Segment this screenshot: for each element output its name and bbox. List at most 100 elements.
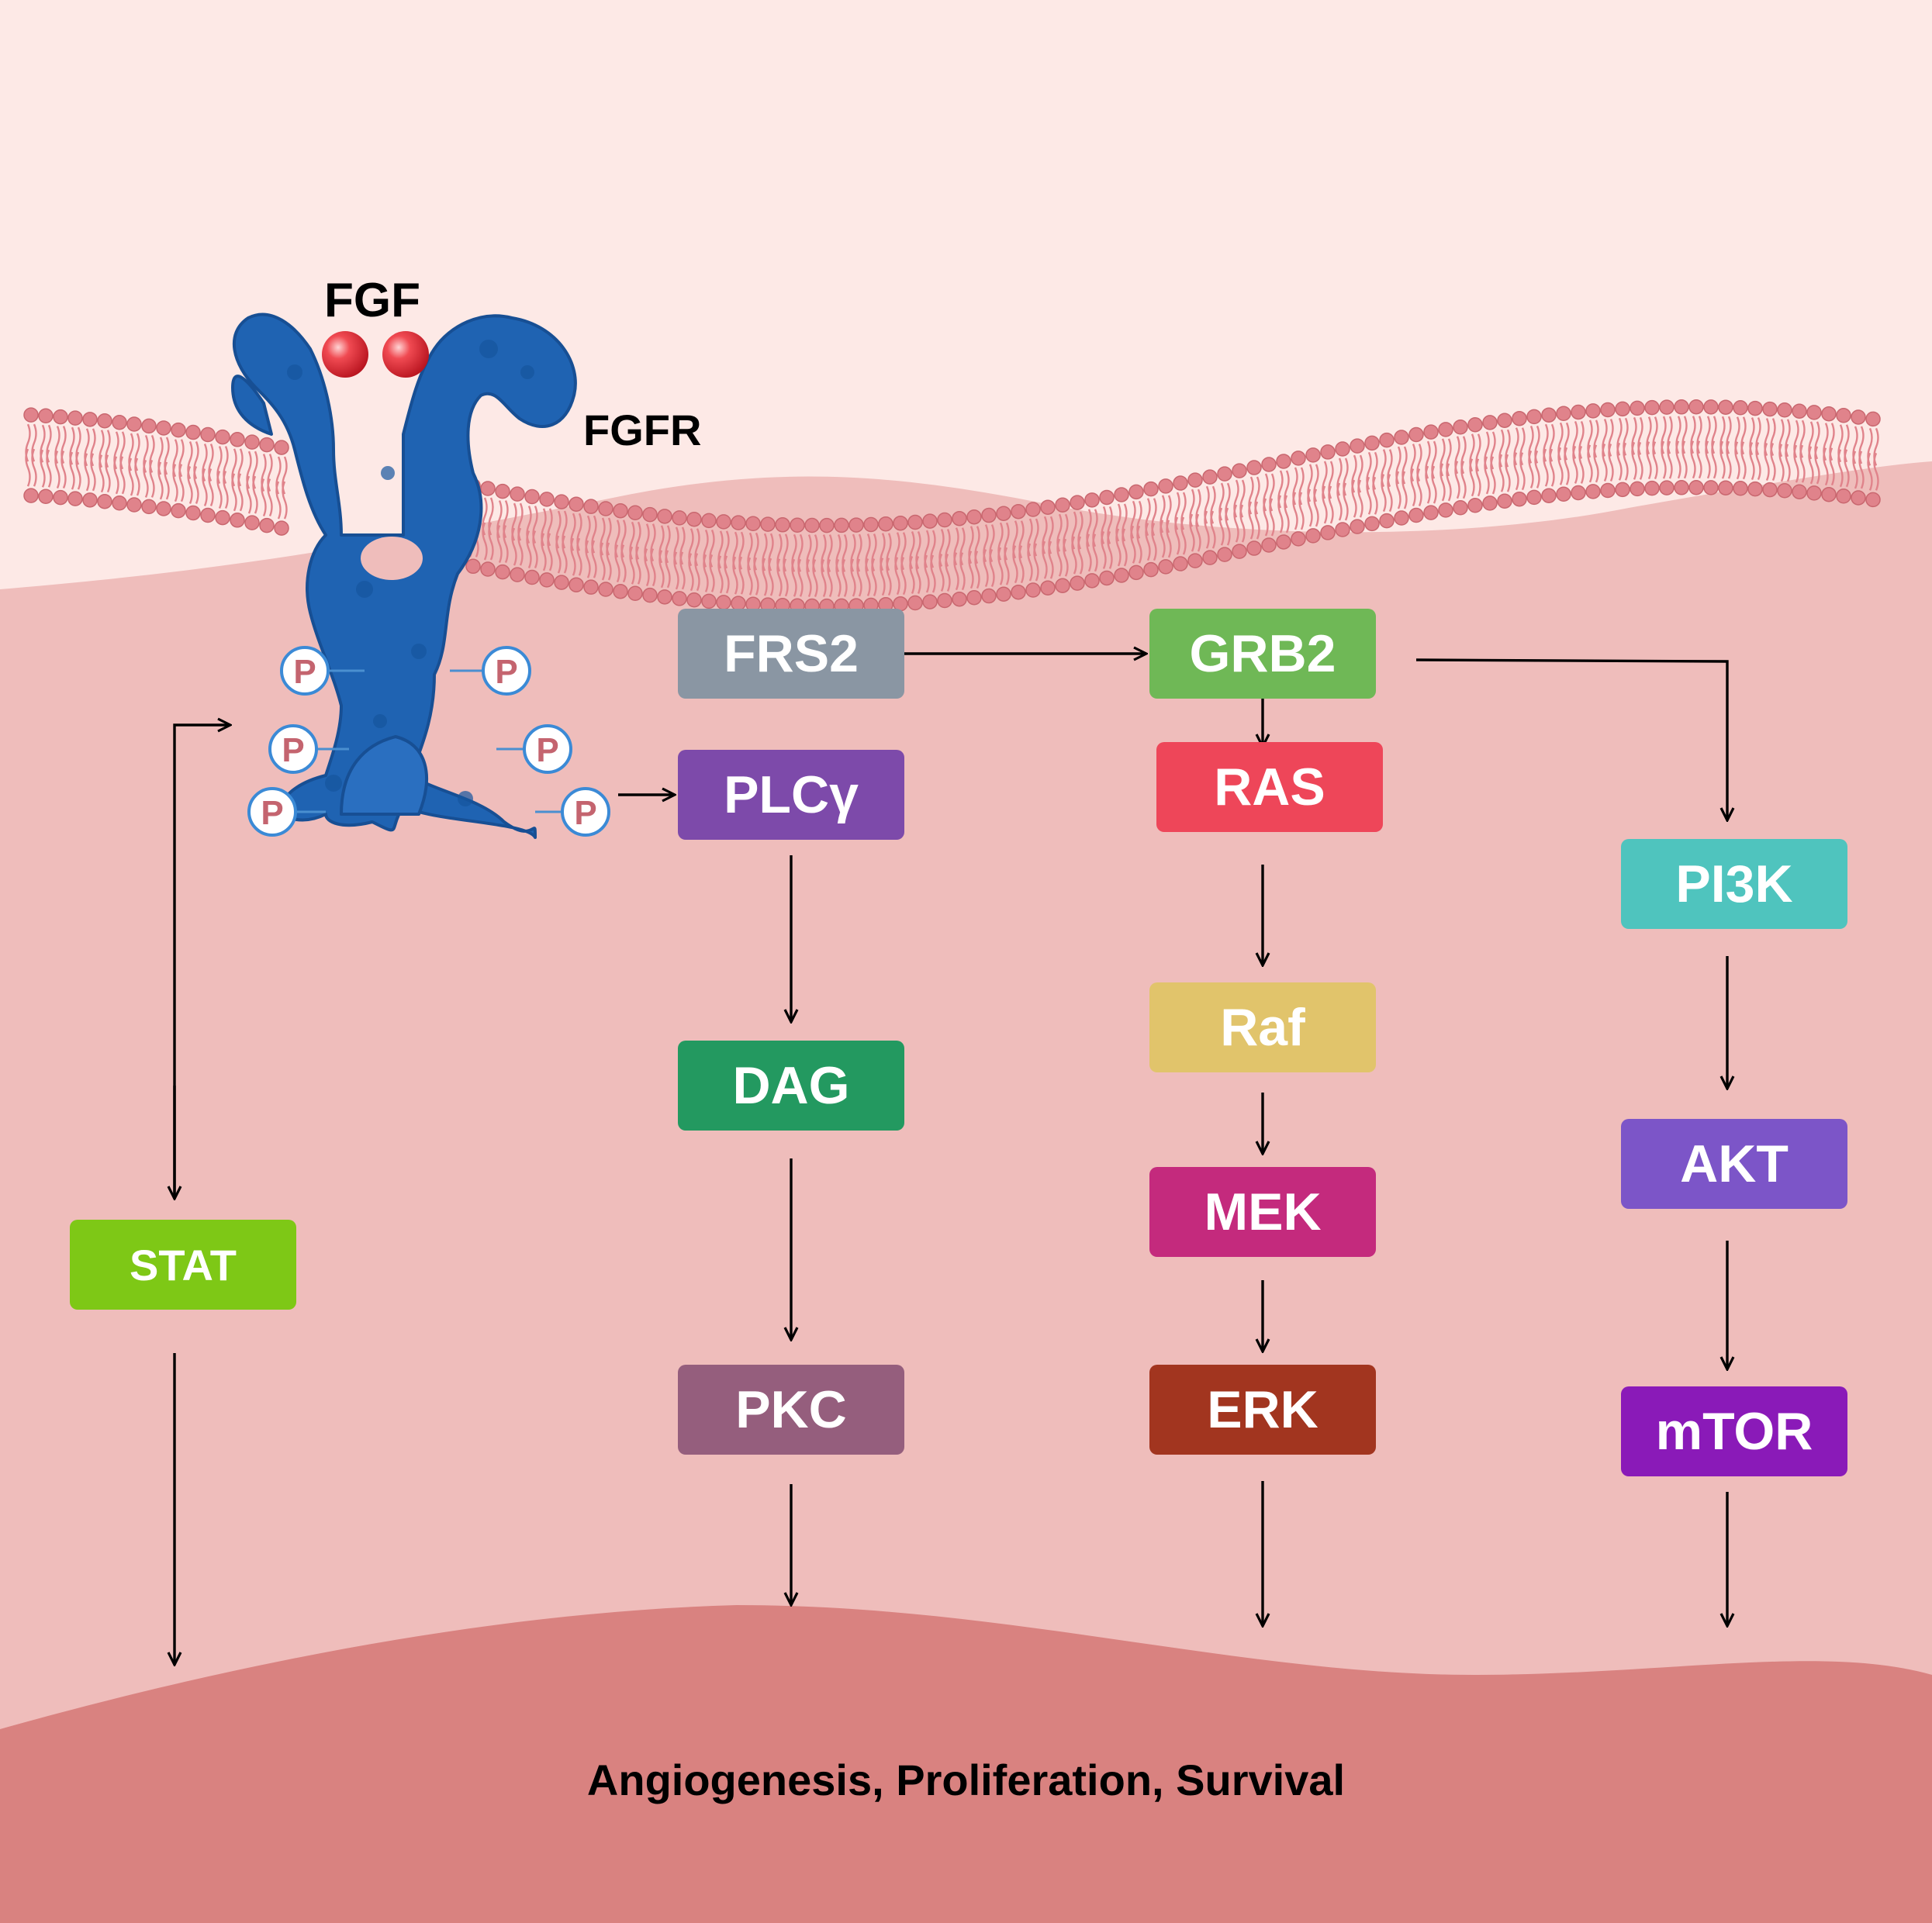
lipid-tail	[673, 551, 679, 590]
lipid-tail	[1778, 444, 1785, 482]
lipid-tail	[1012, 545, 1018, 584]
ras-node: RAS	[1156, 742, 1383, 832]
lipid-head	[745, 516, 761, 531]
lipid-head	[966, 509, 982, 525]
lipid-head	[731, 515, 746, 530]
lipid-head	[185, 424, 201, 440]
erk-node: ERK	[1149, 1365, 1376, 1455]
lipid-tail	[541, 533, 547, 571]
lipid-head	[1467, 416, 1483, 433]
lipid-tail	[724, 555, 730, 594]
lipid-tail	[1711, 440, 1717, 479]
lipid-head	[112, 495, 127, 511]
plcg-node: PLCγ	[678, 750, 904, 840]
lipid-tail	[1858, 451, 1865, 489]
lipid-head	[112, 415, 127, 430]
lipid-tail	[762, 558, 768, 596]
lipid-tail	[69, 451, 75, 490]
lipid-tail	[1254, 501, 1260, 540]
lipid-tail	[1637, 441, 1643, 480]
lipid-head	[878, 516, 893, 532]
lipid-head	[1806, 405, 1822, 420]
lipid-head	[1084, 492, 1100, 508]
lipid-tail	[1343, 482, 1349, 521]
lipid-tail	[275, 481, 282, 520]
lipid-head	[38, 408, 54, 424]
lipid-tail	[1681, 440, 1688, 479]
lipid-tail	[1189, 513, 1195, 552]
lipid-tail	[1328, 485, 1334, 524]
lipid-head	[1526, 409, 1542, 425]
lipid-head	[1674, 399, 1689, 415]
lipid-tail	[261, 478, 267, 517]
lipid-head	[1379, 513, 1395, 529]
lipid-tail	[1284, 495, 1290, 533]
lipid-tail	[1122, 528, 1128, 567]
lipid-tail	[1549, 448, 1555, 487]
cell-membrane	[23, 399, 1881, 614]
lipid-head	[716, 514, 731, 530]
lipid-head	[1777, 483, 1792, 499]
dag-label: DAG	[732, 1056, 850, 1115]
lipid-head	[716, 595, 731, 610]
lipid-head	[1173, 475, 1188, 491]
lipid-head	[156, 501, 171, 516]
lipid-tail	[953, 552, 959, 591]
lipid-tail	[747, 557, 753, 596]
frs2-label: FRS2	[724, 624, 859, 683]
lipid-tail	[267, 478, 273, 517]
phospho-circle	[561, 787, 610, 837]
akt-node: AKT	[1621, 1119, 1847, 1209]
lipid-tail	[968, 551, 974, 589]
pathway-arrow	[1415, 658, 1727, 820]
lipid-tail	[202, 468, 208, 506]
lipid-tail	[482, 522, 488, 561]
lipid-tail	[1808, 446, 1814, 485]
lipid-tail	[812, 559, 818, 598]
lipid-tail	[709, 554, 715, 592]
lipid-tail	[1608, 444, 1614, 482]
phospho-label: P	[293, 653, 316, 691]
lipid-head	[1865, 492, 1881, 508]
lipid-head	[1099, 489, 1115, 506]
lipid-head	[126, 497, 142, 513]
lipid-head	[907, 595, 923, 611]
lipid-head	[1350, 438, 1365, 454]
lipid-head	[171, 502, 186, 519]
pkc-label: PKC	[735, 1380, 847, 1439]
lipid-head	[1777, 402, 1792, 418]
lipid-head	[1762, 482, 1778, 498]
lipid-head	[1851, 490, 1866, 506]
lipid-tail	[585, 540, 591, 578]
lipid-head	[1733, 400, 1748, 416]
lipid-tail	[547, 533, 553, 571]
lipid-head	[981, 588, 997, 604]
lipid-head	[893, 515, 908, 531]
lipid-head	[701, 513, 717, 529]
lipid-head	[495, 483, 510, 499]
lipid-head	[981, 507, 997, 523]
lipid-tail	[1623, 442, 1629, 481]
lipid-tail	[600, 542, 606, 581]
lipid-head	[922, 513, 938, 529]
lipid-head	[510, 567, 525, 582]
lipid-head	[966, 589, 982, 606]
lipid-head	[1733, 481, 1748, 496]
lipid-head	[53, 489, 68, 506]
lipid-head	[1453, 419, 1468, 435]
lipid-tail	[1705, 440, 1711, 479]
lipid-tail	[1513, 452, 1519, 491]
lipid-tail	[1519, 452, 1526, 491]
lipid-head	[775, 517, 790, 533]
lipid-head	[200, 426, 216, 443]
lipid-tail	[1248, 501, 1254, 540]
lipid-head	[760, 516, 776, 532]
phospho-circle	[247, 787, 297, 837]
lipid-tail	[1239, 504, 1246, 543]
lipid-tail	[1366, 476, 1372, 515]
cytoplasm	[0, 461, 1932, 1923]
lipid-tail	[1557, 447, 1564, 485]
lipid-head	[1143, 481, 1159, 497]
lipid-head	[554, 575, 569, 590]
